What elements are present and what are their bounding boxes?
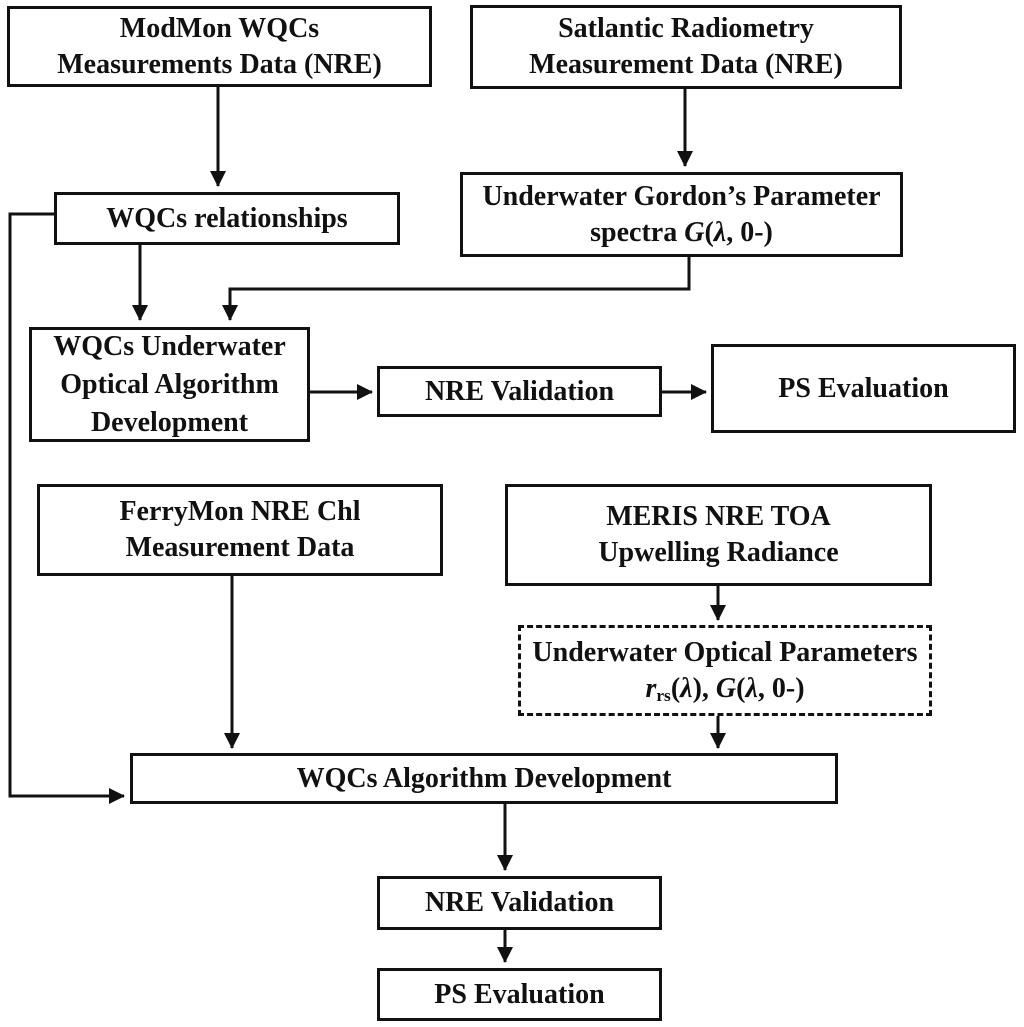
box-text-line: Underwater Optical Parameters (532, 636, 918, 668)
box-ps-evaluation-bottom: PS Evaluation (377, 968, 662, 1021)
box-text-line: Development (90, 406, 249, 438)
box-text-line: Measurements Data (NRE) (57, 48, 382, 80)
math-text: ( (704, 216, 714, 248)
math-symbol-lambda: λ (713, 216, 727, 248)
box-text-line: WQCs Algorithm Development (296, 762, 672, 794)
math-text: ( (736, 672, 746, 704)
arrow-relationships-to-wqcs-algorithm (8, 212, 125, 804)
box-modmon-measurements-data: ModMon WQCs Measurements Data (NRE) (7, 6, 432, 87)
box-nre-validation-top: NRE Validation (377, 366, 662, 417)
box-text-line: NRE Validation (424, 375, 615, 407)
box-text-line: Measurement Data (NRE) (529, 49, 843, 80)
math-subscript-rs: rs (656, 686, 671, 706)
box-text-line: Optical Algorithm (60, 368, 279, 400)
math-text: ), (692, 672, 716, 704)
box-text-line: ModMon WQCs (119, 12, 320, 44)
arrow-gordon-to-underwater-algorithm (222, 256, 691, 321)
box-underwater-gordons-parameter: Underwater Gordon’s Parameter spectra G(… (460, 172, 903, 257)
box-text-line: FerryMon NRE Chl (119, 496, 361, 527)
box-ferrymon-measurement-data: FerryMon NRE Chl Measurement Data (37, 484, 443, 576)
box-text-line: NRE Validation (424, 887, 615, 918)
box-text-line: WQCs Underwater (53, 330, 286, 362)
box-text-line: Underwater Gordon’s Parameter (482, 180, 881, 212)
math-symbol-lambda: λ (745, 672, 758, 704)
box-wqcs-underwater-optical-algorithm: WQCs Underwater Optical Algorithm Develo… (29, 327, 310, 442)
box-text-line: rrs(λ), G(λ, 0-) (645, 671, 804, 707)
math-text: , 0-) (726, 216, 773, 248)
box-wqcs-relationships: WQCs relationships (54, 192, 400, 245)
math-text: ( (670, 672, 681, 704)
box-satlantic-measurement-data: Satlantic Radiometry Measurement Data (N… (470, 5, 902, 89)
box-ps-evaluation-top: PS Evaluation (711, 344, 1016, 433)
box-underwater-optical-parameters: Underwater Optical Parameters rrs(λ), G(… (518, 625, 932, 716)
math-text: , 0-) (757, 672, 805, 704)
math-symbol-lambda: λ (680, 672, 693, 704)
box-text-line: Measurement Data (125, 532, 355, 563)
math-text: spectra (590, 216, 685, 248)
math-symbol-G: G (684, 216, 705, 248)
box-text-line: PS Evaluation (778, 372, 949, 404)
math-symbol-r: r (645, 672, 657, 704)
box-text-line: spectra G(λ, 0-) (590, 215, 773, 251)
box-text-line: Satlantic Radiometry (558, 13, 814, 44)
box-wqcs-algorithm-development: WQCs Algorithm Development (130, 753, 838, 804)
box-text-line: MERIS NRE TOA (606, 501, 831, 532)
box-text-line: Upwelling Radiance (598, 537, 839, 568)
box-text-line: WQCs relationships (106, 202, 348, 234)
box-meris-upwelling-radiance: MERIS NRE TOA Upwelling Radiance (505, 484, 932, 586)
box-text-line: PS Evaluation (434, 978, 605, 1010)
box-nre-validation-bottom: NRE Validation (377, 876, 662, 930)
math-symbol-G: G (715, 672, 737, 704)
